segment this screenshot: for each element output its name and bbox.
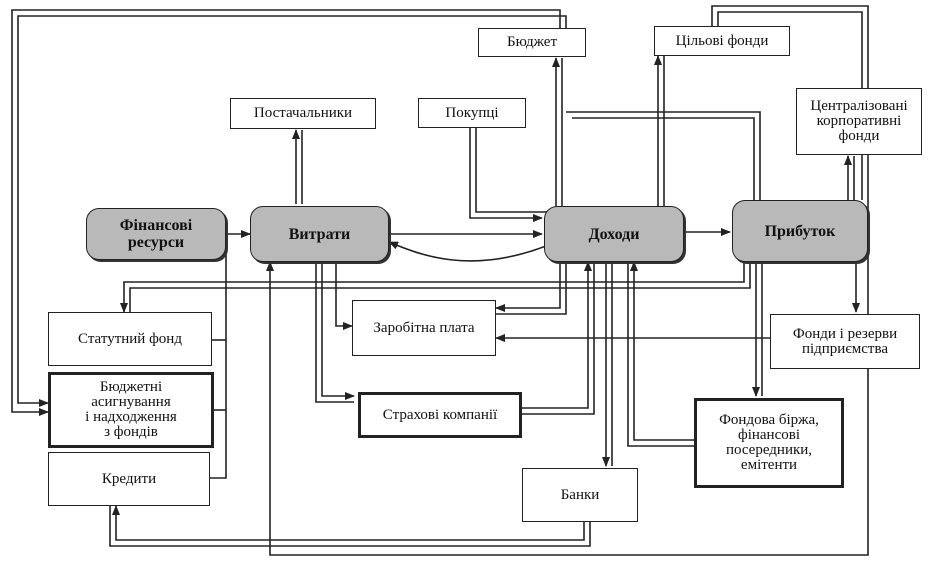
- node-credits-label: Кредити: [101, 470, 157, 487]
- connector-costs-white-a: [315, 262, 354, 403]
- connector-profit-to-budget-a: [566, 111, 761, 200]
- node-wages-label: Заробітна плата: [373, 319, 475, 336]
- node-target-funds: Цільові фонди: [654, 26, 790, 56]
- node-costs-label: Витрати: [288, 225, 351, 243]
- node-suppliers: Постачальники: [230, 98, 376, 129]
- node-enterprise-reserves-label: Фонди і резерви підприємства: [792, 325, 898, 357]
- connector-profit-to-budget-b: [572, 117, 755, 200]
- arrow-costs-to-wages: [335, 262, 353, 330]
- arrow-income-to-wages-b: [496, 262, 567, 315]
- node-budget-allocations-label: Бюджетні асигнування і надходження з фон…: [85, 379, 177, 440]
- node-stock-exchange-label: Фондова біржа, фінансові посередники, ем…: [719, 412, 819, 473]
- arrow-exchange-to-income: [630, 261, 694, 441]
- arrow-profit-to-charter-a: [120, 262, 745, 313]
- arrow-insurance-to-income-b: [522, 262, 595, 415]
- node-income-label: Доходи: [588, 225, 640, 243]
- node-costs: Витрати: [250, 206, 389, 262]
- arrow-income-to-costs-curve: [388, 241, 547, 262]
- node-banks: Банки: [522, 468, 638, 522]
- node-suppliers-label: Постачальники: [253, 105, 353, 121]
- node-banks-label: Банки: [560, 486, 600, 503]
- node-buyers: Покупці: [418, 98, 526, 128]
- node-insurance-companies: Страхові компанії: [358, 392, 522, 438]
- arrow-insurance-to-income-a: [522, 261, 592, 409]
- node-budget: Бюджет: [478, 28, 586, 57]
- node-stock-exchange: Фондова біржа, фінансові посередники, ем…: [694, 398, 844, 488]
- arrow-income-to-wages-a: [495, 262, 561, 312]
- node-buyers-label: Покупці: [445, 104, 499, 121]
- node-target-funds-label: Цільові фонди: [675, 32, 769, 49]
- node-financial-resources: Фінансові ресурси: [86, 208, 226, 260]
- node-profit-label: Прибуток: [764, 222, 836, 240]
- node-enterprise-reserves: Фонди і резерви підприємства: [770, 314, 920, 369]
- node-financial-resources-label: Фінансові ресурси: [119, 217, 193, 251]
- connector-right-loop-outer: [266, 5, 869, 556]
- arrow-buyers-to-income-b: [475, 128, 548, 213]
- connector-exchange-to-income-b: [627, 262, 694, 447]
- connector-resources-left-a: [210, 248, 227, 479]
- node-charter-fund-label: Статутний фонд: [78, 330, 182, 347]
- node-charter-fund: Статутний фонд: [48, 312, 212, 366]
- node-insurance-companies-label: Страхові компанії: [382, 406, 498, 423]
- node-credits: Кредити: [48, 452, 210, 506]
- node-profit: Прибуток: [732, 200, 868, 262]
- node-income: Доходи: [544, 206, 684, 262]
- node-centralized-funds: Централізовані корпоративні фонди: [796, 88, 922, 155]
- connector-banks-to-credits-b: [109, 506, 591, 547]
- arrow-profit-to-charter-b: [129, 262, 751, 312]
- node-centralized-funds-label: Централізовані корпоративні фонди: [810, 98, 908, 144]
- node-wages: Заробітна плата: [352, 300, 496, 356]
- connector-costs-white-b: [321, 262, 355, 400]
- node-budget-label: Бюджет: [506, 34, 558, 50]
- connector-top-loop-inner: [17, 15, 567, 407]
- node-budget-allocations: Бюджетні асигнування і надходження з фон…: [48, 372, 214, 448]
- arrow-buyers-to-income-a: [469, 128, 543, 222]
- arrow-banks-to-credits-a: [112, 505, 585, 541]
